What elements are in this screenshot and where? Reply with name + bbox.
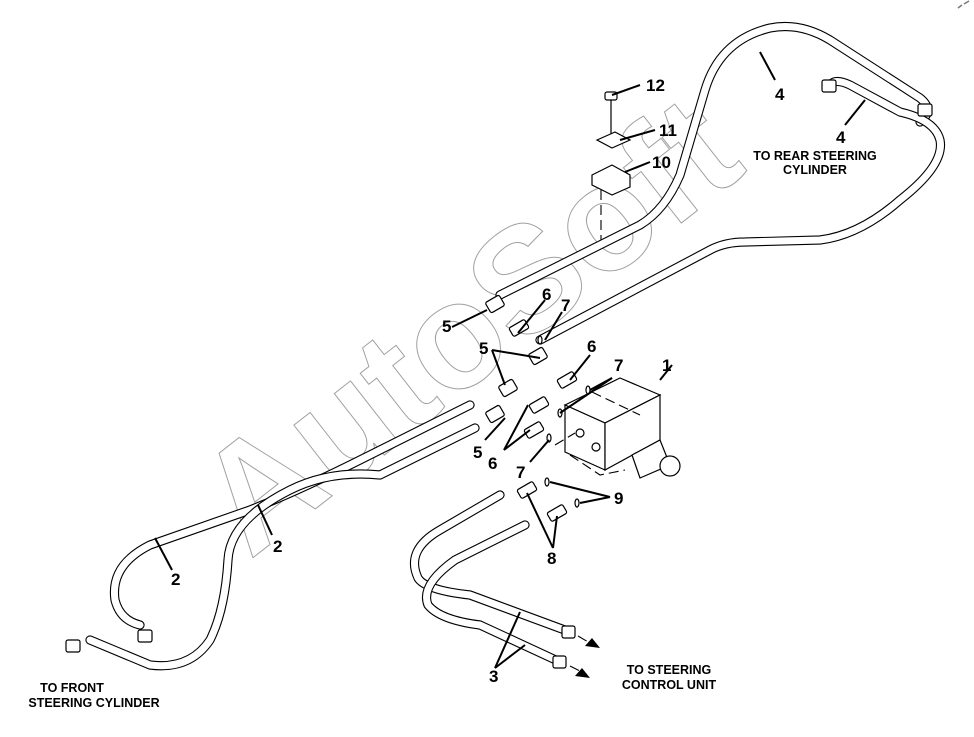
- arrow-to-control-2: [575, 668, 590, 678]
- tube-clamp: [591, 164, 631, 196]
- callout-8: 8: [547, 549, 556, 568]
- arrow-to-control-1: [585, 638, 600, 648]
- front-steering-tubes: [65, 400, 480, 671]
- rear-steering-tubes: [495, 21, 946, 345]
- rear-tube-nut-1: [821, 79, 837, 93]
- note-control-line2: CONTROL UNIT: [622, 678, 717, 692]
- relief-valve-knob: [659, 455, 681, 477]
- callout-10: 10: [652, 153, 671, 172]
- callout-4: 4: [836, 128, 846, 147]
- control-unit-hoses: [409, 490, 600, 678]
- notes: TO REAR STEERING CYLINDER TO FRONT STEER…: [28, 149, 876, 710]
- front-tube-nut-2: [65, 639, 81, 653]
- callout-5: 5: [479, 339, 488, 358]
- callout-5: 5: [442, 317, 451, 336]
- steering-valve-block: [563, 377, 681, 479]
- fittings: [485, 294, 641, 522]
- corner-mark: [957, 0, 970, 9]
- callout-7: 7: [516, 463, 525, 482]
- callout-11: 11: [659, 121, 677, 140]
- note-rear-line2: CYLINDER: [783, 163, 847, 177]
- leaders: [154, 51, 866, 669]
- callout-5: 5: [473, 443, 482, 462]
- callout-6: 6: [542, 285, 551, 304]
- callout-7: 7: [614, 356, 623, 375]
- callout-6: 6: [587, 337, 596, 356]
- clamp-plate: [595, 131, 632, 149]
- callout-9: 9: [614, 489, 623, 508]
- callout-1: 1: [662, 356, 671, 375]
- hose-nut-2: [552, 655, 567, 669]
- front-tube-nut-1: [137, 629, 153, 643]
- note-control-line1: TO STEERING: [627, 663, 712, 677]
- callout-2: 2: [171, 570, 180, 589]
- note-front-line2: STEERING CYLINDER: [28, 696, 159, 710]
- callout-3: 3: [489, 667, 498, 686]
- callouts: 1 2 2 3 4 4 5 5 5 6 6 6 7 7 7 8 9 10 11 …: [171, 76, 846, 686]
- callout-4: 4: [775, 85, 785, 104]
- callout-7: 7: [561, 296, 570, 315]
- callout-6: 6: [488, 454, 497, 473]
- note-front-line1: TO FRONT: [40, 681, 104, 695]
- callout-12: 12: [646, 76, 665, 95]
- clamp-assembly: [591, 91, 632, 240]
- rear-tube-nut-2: [917, 103, 933, 117]
- note-rear-line1: TO REAR STEERING: [753, 149, 876, 163]
- callout-2: 2: [273, 537, 282, 556]
- hose-nut-1: [561, 625, 576, 639]
